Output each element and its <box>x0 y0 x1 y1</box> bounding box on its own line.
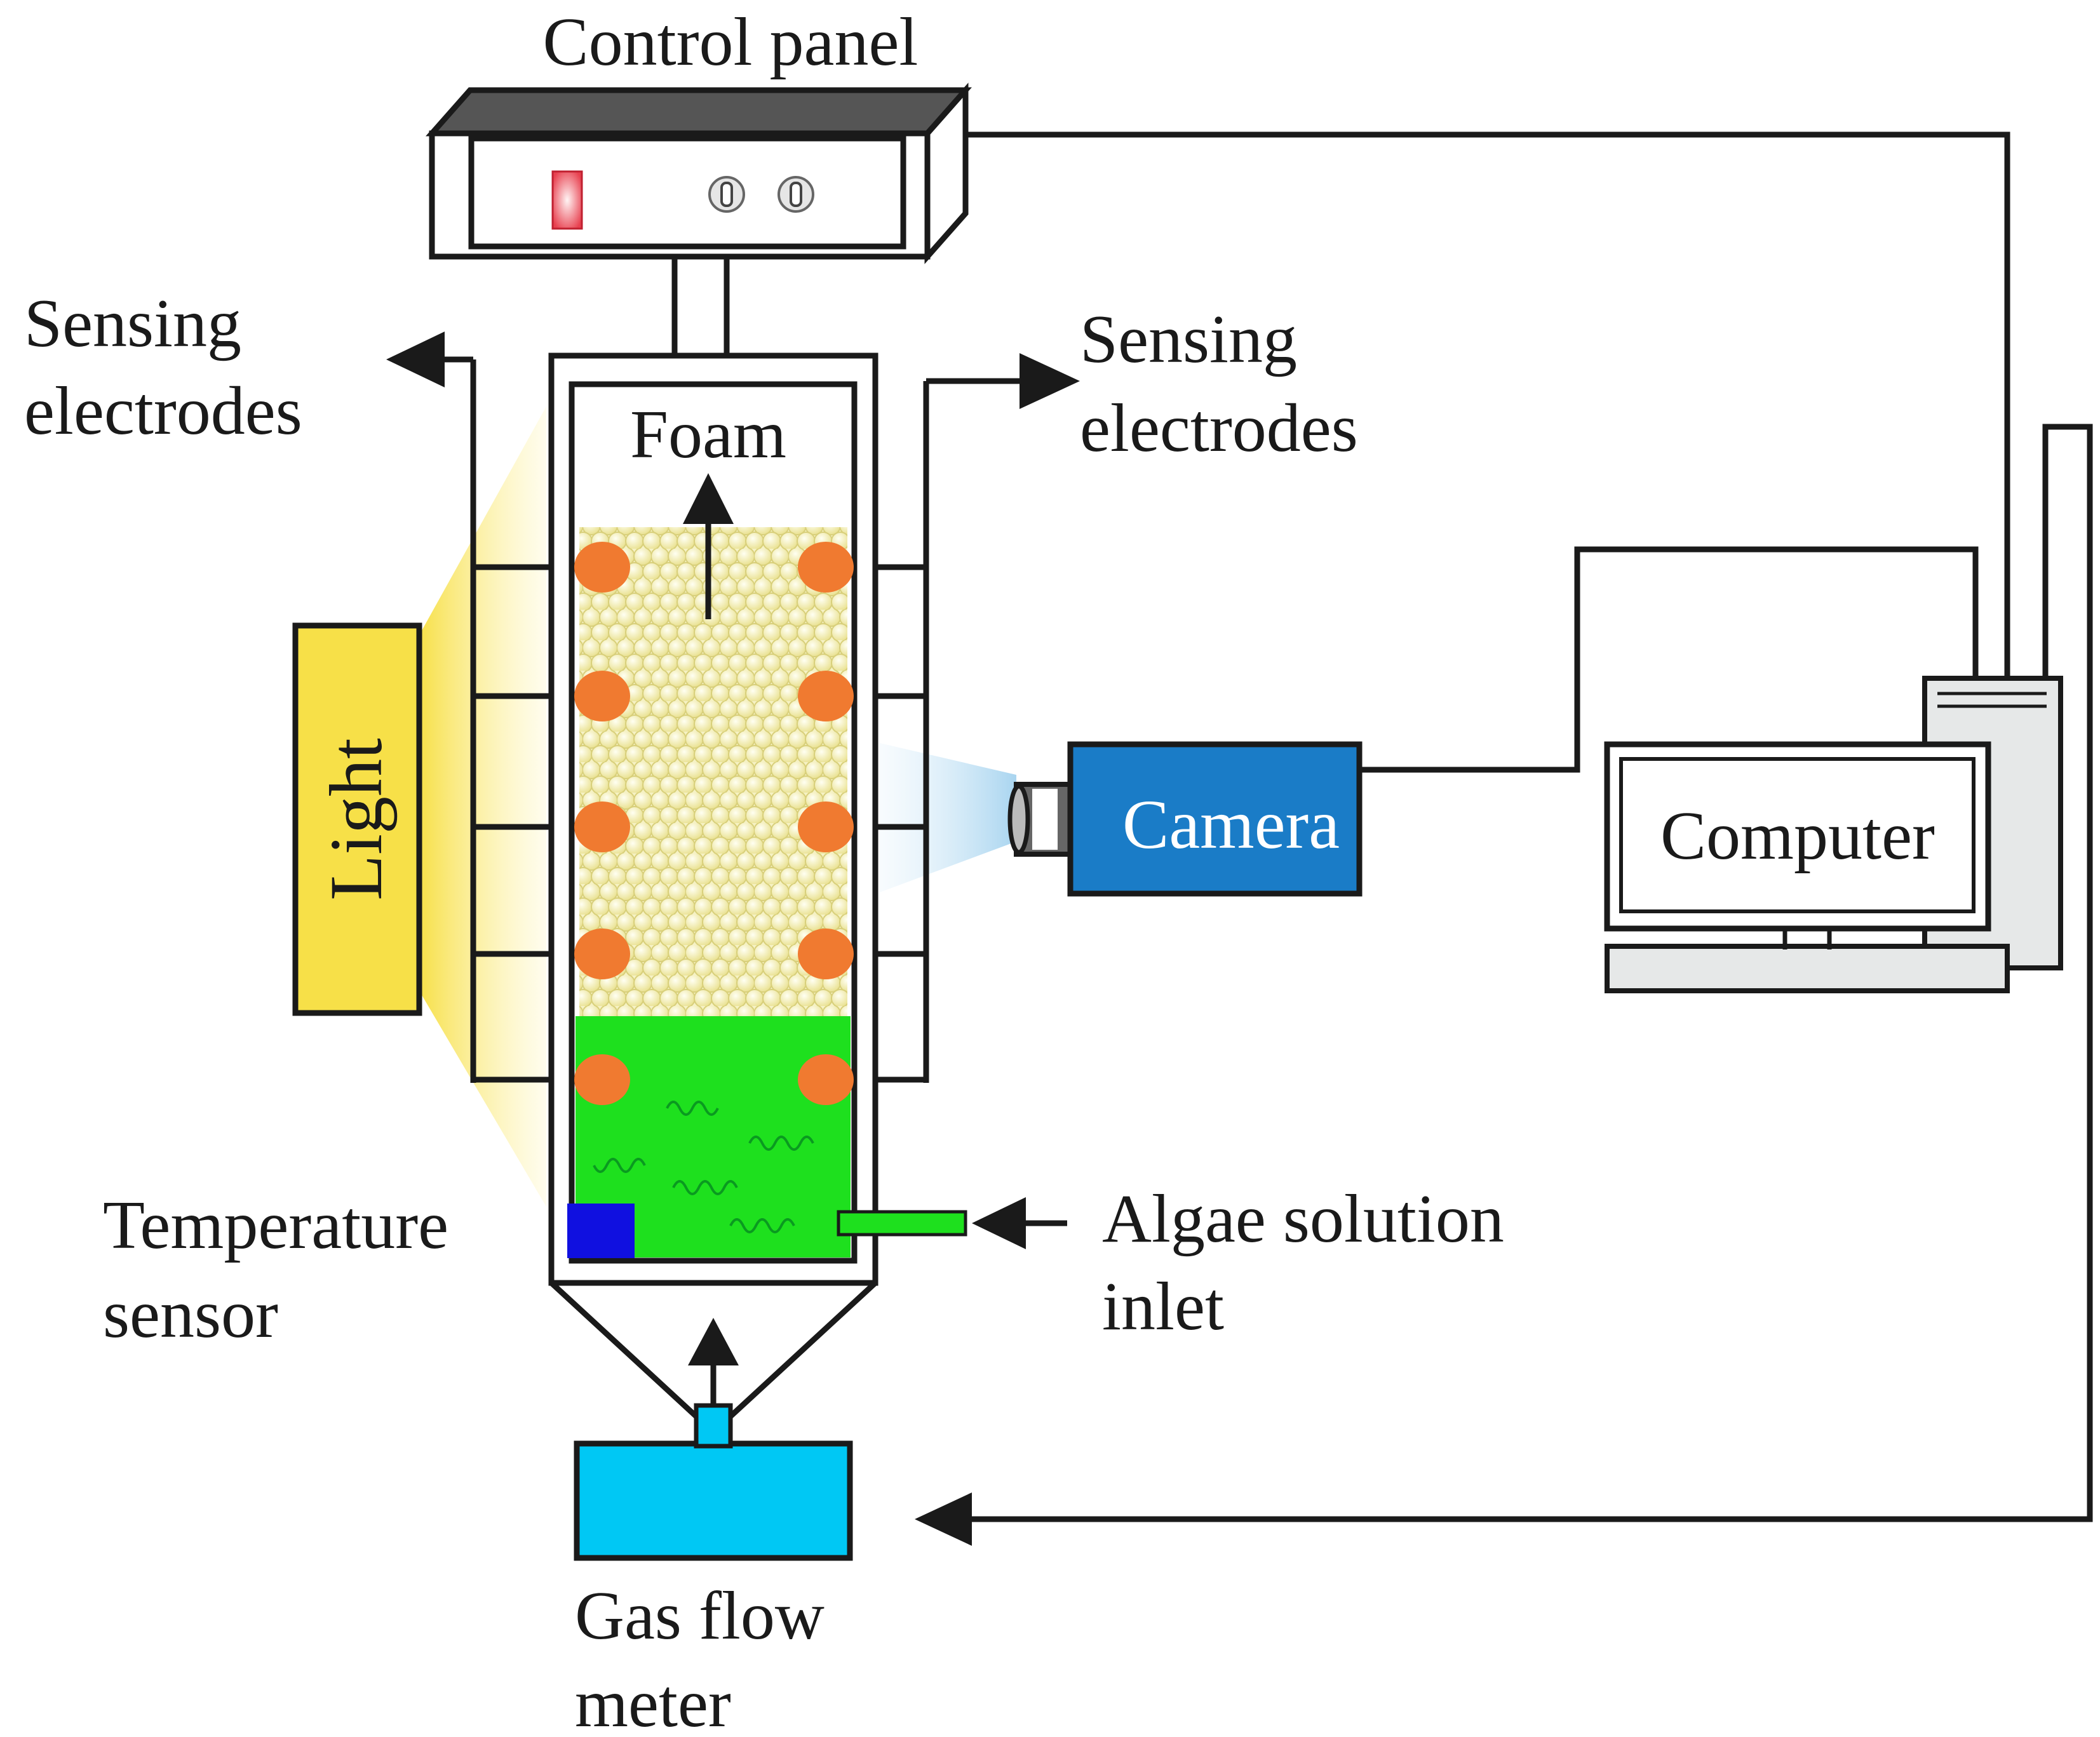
gas-flow-meter <box>574 1440 853 1561</box>
algae-strands <box>593 1101 814 1233</box>
light-beam <box>419 406 546 1207</box>
column-funnel <box>549 1280 878 1420</box>
sensing-electrodes-right-label: Sensing <box>1080 302 1297 377</box>
foam-label: Foam <box>630 397 786 473</box>
sensing-electrodes <box>574 542 854 1105</box>
computer <box>1604 676 2063 993</box>
camera-label: Camera <box>1122 786 1340 863</box>
panel-computer-wire <box>966 131 2010 678</box>
algae-inlet-label: inlet <box>1102 1269 1224 1345</box>
light-label: Light <box>314 738 398 901</box>
arrow-icon <box>386 332 445 387</box>
arrow-icon <box>1020 353 1080 409</box>
left-electrode-wires <box>470 359 603 1083</box>
camera-computer-wire <box>1359 546 1979 773</box>
control-panel <box>426 83 972 264</box>
algae-inlet-label: Algae solution <box>1102 1181 1504 1257</box>
light-source <box>292 622 422 1016</box>
solution-inlet-pipe <box>837 1210 967 1237</box>
gas-flow-meter-label: meter <box>575 1666 731 1737</box>
gas-meter-neck <box>694 1403 733 1449</box>
arrow-icon <box>688 1318 739 1365</box>
arrow-icon <box>683 473 734 524</box>
arrow-icon <box>915 1492 972 1546</box>
sensing-electrodes-right-label: electrodes <box>1080 391 1358 466</box>
computer-keyboard <box>1605 944 2010 993</box>
panel-stand <box>671 257 730 356</box>
computer-gas-wire <box>953 424 2093 1522</box>
camera <box>1007 741 1363 897</box>
knob-icon[interactable] <box>708 176 745 213</box>
indicator-light-icon <box>551 170 583 230</box>
temperature-sensor-label: Temperature <box>103 1188 448 1263</box>
sensing-electrodes-left-label: Sensing <box>24 286 241 361</box>
sensing-electrodes-left-label: electrodes <box>24 373 302 449</box>
temperature-sensor-label: sensor <box>103 1277 278 1352</box>
foam-layer <box>579 527 847 1016</box>
control-panel-label: Control panel <box>543 4 919 80</box>
temperature-sensor <box>567 1204 635 1258</box>
arrow-icon <box>972 1197 1026 1249</box>
gas-flow-meter-label: Gas flow <box>575 1578 825 1654</box>
computer-label: Computer <box>1660 798 1935 874</box>
camera-beam <box>880 743 1016 892</box>
knob-icon[interactable] <box>777 176 814 213</box>
